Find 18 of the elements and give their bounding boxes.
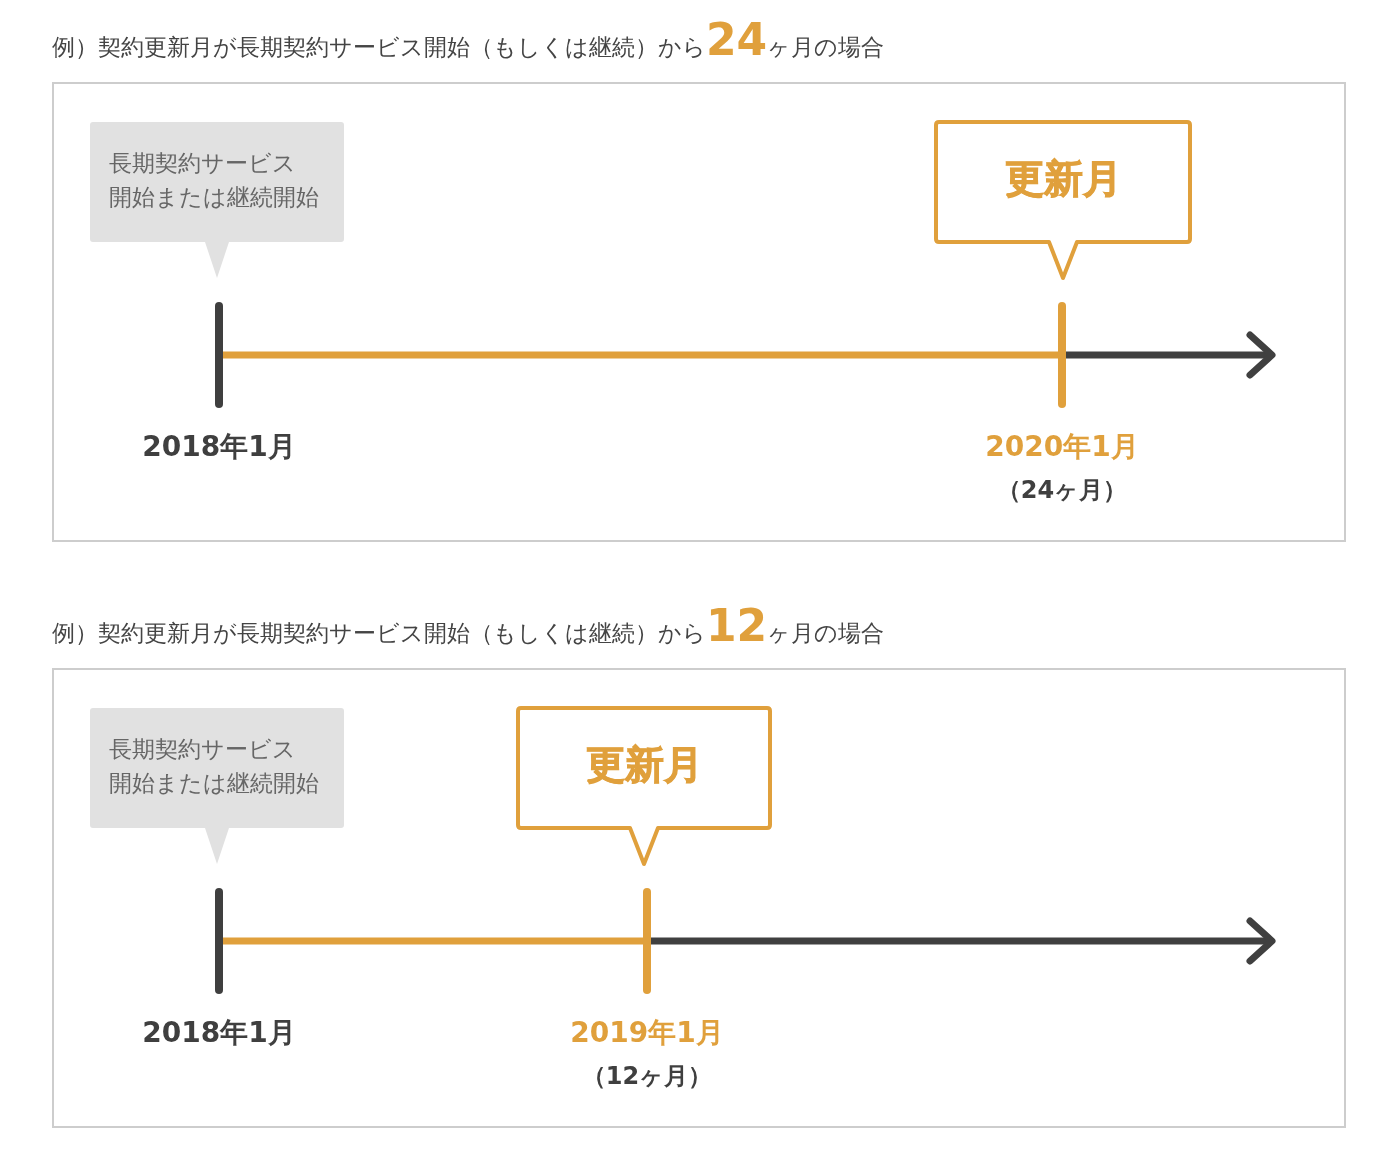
callout-bubble: [90, 708, 344, 864]
duration-label: （24ヶ月）: [996, 476, 1128, 505]
callout-bubble: [90, 122, 344, 278]
tick-mark: [643, 888, 651, 994]
callout-text: 更新月: [585, 742, 703, 788]
duration-label: （12ヶ月）: [581, 1062, 713, 1091]
date-label: 2019年1月: [570, 1016, 724, 1050]
date-label: 2020年1月: [985, 430, 1139, 464]
date-label: 2018年1月: [142, 1016, 296, 1050]
callout-text: 長期契約サービス開始または継続開始: [109, 735, 319, 798]
callout-text: 長期契約サービス開始または継続開始: [109, 149, 319, 212]
tick-mark: [215, 888, 223, 994]
tick-mark: [1058, 302, 1066, 408]
callout-bubble: [934, 120, 1192, 280]
tick-mark: [215, 302, 223, 408]
callout-bubble: [516, 706, 772, 866]
callout-text: 更新月: [1004, 156, 1122, 202]
date-label: 2018年1月: [142, 430, 296, 464]
